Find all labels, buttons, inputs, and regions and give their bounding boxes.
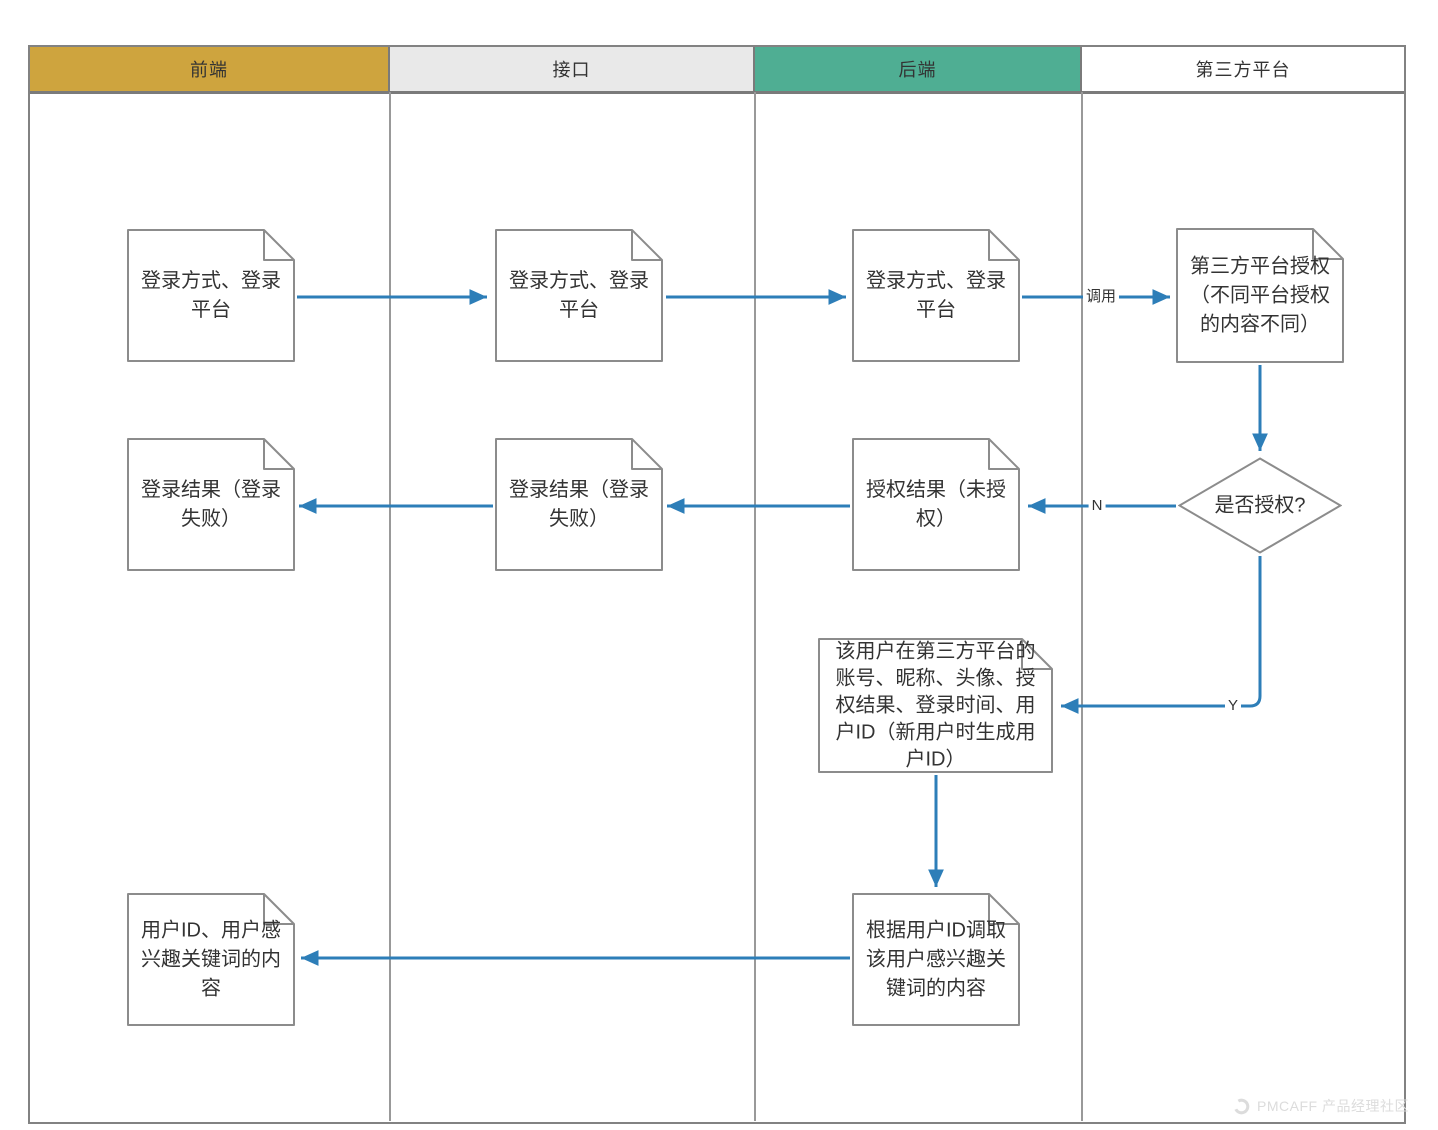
document-shape — [127, 893, 295, 1026]
node-backend-fetch-content: 根据用户ID调取该用户感兴趣关键词的内容 — [852, 893, 1020, 1026]
lane-header-backend: 后端 — [755, 47, 1082, 91]
node-label: 授权结果（未授权） — [866, 478, 1006, 530]
edge-label-yes: Y — [1224, 697, 1242, 715]
edge-label-call: 调用 — [1082, 288, 1120, 306]
node-thirdparty-auth: 第三方平台授权（不同平台授权的内容不同） — [1176, 228, 1344, 363]
edge-label-no: N — [1088, 497, 1106, 515]
node-api-login-result: 登录结果（登录失败） — [495, 438, 663, 571]
lane-header-thirdparty: 第三方平台 — [1082, 47, 1404, 91]
lane-divider-2 — [754, 92, 756, 1121]
node-label: 登录方式、登录平台 — [509, 269, 649, 321]
document-shape — [495, 438, 663, 571]
diamond-shape — [1178, 457, 1342, 554]
lane-header-api-label: 接口 — [552, 60, 591, 80]
node-api-login-request: 登录方式、登录平台 — [495, 229, 663, 362]
watermark: PMCAFF 产品经理社区 — [1233, 1096, 1409, 1116]
lane-header-api: 接口 — [390, 47, 755, 91]
node-label: 第三方平台授权（不同平台授权的内容不同） — [1190, 255, 1330, 335]
lane-header-frontend-label: 前端 — [190, 60, 228, 80]
watermark-text: PMCAFF 产品经理社区 — [1257, 1098, 1409, 1114]
document-shape — [127, 438, 295, 571]
node-label: 该用户在第三方平台的账号、昵称、头像、授权结果、登录时间、用户ID（新用户时生成… — [835, 640, 1036, 770]
node-frontend-login-request: 登录方式、登录平台 — [127, 229, 295, 362]
lane-header-backend-label: 后端 — [898, 60, 937, 80]
node-label: 登录结果（登录失败） — [141, 478, 281, 530]
node-decision-authorized: 是否授权? — [1178, 457, 1342, 554]
document-shape — [852, 438, 1020, 571]
pmcaff-logo-icon — [1233, 1098, 1250, 1114]
lane-header-thirdparty-label: 第三方平台 — [1195, 60, 1291, 80]
lane-divider-1 — [389, 92, 391, 1121]
node-label: 根据用户ID调取该用户感兴趣关键词的内容 — [866, 919, 1006, 999]
lane-header-frontend: 前端 — [30, 47, 390, 91]
document-shape — [852, 229, 1020, 362]
lane-header-row: 前端 接口 后端 第三方平台 — [30, 47, 1404, 94]
document-shape — [1176, 228, 1344, 363]
node-backend-user-info: 该用户在第三方平台的账号、昵称、头像、授权结果、登录时间、用户ID（新用户时生成… — [818, 638, 1053, 773]
arrow-decision-yes-to-userinfo — [1061, 556, 1262, 714]
document-shape — [818, 638, 1053, 773]
node-label: 用户ID、用户感兴趣关键词的内容 — [141, 919, 281, 999]
document-shape — [495, 229, 663, 362]
document-shape — [852, 893, 1020, 1026]
node-backend-auth-result: 授权结果（未授权） — [852, 438, 1020, 571]
decision-label: 是否授权? — [1214, 494, 1306, 516]
document-shape — [127, 229, 295, 362]
lane-divider-3 — [1081, 92, 1083, 1121]
node-label: 登录结果（登录失败） — [509, 478, 649, 530]
node-frontend-login-result: 登录结果（登录失败） — [127, 438, 295, 571]
node-label: 登录方式、登录平台 — [866, 269, 1006, 321]
node-backend-login-request: 登录方式、登录平台 — [852, 229, 1020, 362]
node-frontend-user-content: 用户ID、用户感兴趣关键词的内容 — [127, 893, 295, 1026]
node-label: 登录方式、登录平台 — [141, 269, 281, 321]
